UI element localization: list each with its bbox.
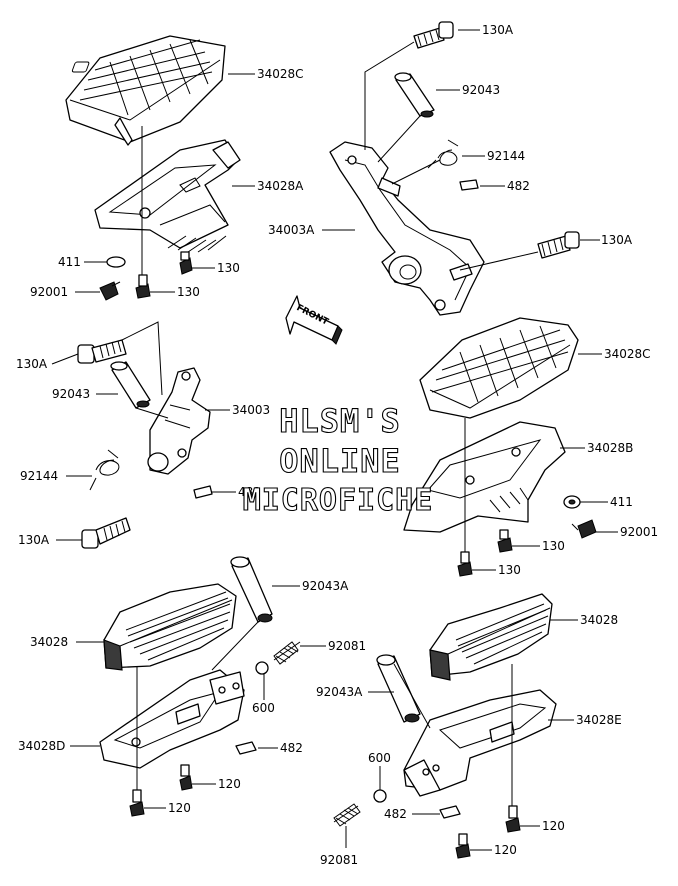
footpeg-bracket-34028e[interactable] xyxy=(403,689,557,797)
screw-92001-top-left[interactable] xyxy=(99,281,121,301)
screw-92001-mid-right[interactable] xyxy=(571,519,597,539)
bolt-120-bottom-left-b[interactable] xyxy=(129,789,145,817)
washer-411-top-left[interactable] xyxy=(106,256,126,268)
label-411-top-left: 411 xyxy=(58,255,81,269)
label-92043a-bottom-right: 92043A xyxy=(316,685,363,699)
label-411-mid-right: 411 xyxy=(610,495,633,509)
label-130a-top-right: 130A xyxy=(482,23,514,37)
label-120-bottom-right-a: 120 xyxy=(542,819,565,833)
label-34028-bottom-right: 34028 xyxy=(580,613,618,627)
label-92144-top-right: 92144 xyxy=(487,149,525,163)
footpeg-bracket-34028a-top-left[interactable] xyxy=(94,139,241,253)
bolt-130a-mid-left-top[interactable] xyxy=(77,339,127,364)
label-34028b: 34028B xyxy=(587,441,633,455)
label-34028d: 34028D xyxy=(18,739,65,753)
front-direction-arrow: FRONT xyxy=(285,295,343,345)
watermark-line-1: HLSM'S xyxy=(279,402,401,440)
bolt-130-top-left-a[interactable] xyxy=(179,251,193,275)
footpeg-rubber-34028c-top-left[interactable] xyxy=(65,35,226,146)
label-482-top-right: 482 xyxy=(507,179,530,193)
label-34028-bottom-left: 34028 xyxy=(30,635,68,649)
bolt-130-mid-right-b[interactable] xyxy=(457,551,473,577)
footpeg-bracket-34003[interactable] xyxy=(147,367,211,475)
label-482-bottom-right: 482 xyxy=(384,807,407,821)
label-34003a: 34003A xyxy=(268,223,315,237)
footpeg-rubber-34028-bottom-right[interactable] xyxy=(429,593,553,681)
watermark-line-2: ONLINE xyxy=(279,442,401,480)
label-600-bottom-right: 600 xyxy=(368,751,391,765)
label-92001-mid-right: 92001 xyxy=(620,525,658,539)
pin-92043-mid-left[interactable] xyxy=(110,361,151,409)
cotter-pin-482-bottom-left[interactable] xyxy=(235,741,257,755)
bolt-130a-mid-left-bottom[interactable] xyxy=(81,517,131,549)
label-92081-bottom-right: 92081 xyxy=(320,853,358,867)
label-120-bottom-left-a: 120 xyxy=(218,777,241,791)
label-34028c-mid-right: 34028C xyxy=(604,347,651,361)
spring-92081-bottom-left[interactable] xyxy=(273,641,301,665)
pin-92043-top-right[interactable] xyxy=(394,72,435,118)
watermark: HLSM'S ONLINE MICROFICHE xyxy=(242,401,434,518)
footpeg-bracket-34003a[interactable] xyxy=(329,141,485,316)
pin-92043a-bottom-left[interactable] xyxy=(230,556,273,623)
bolt-130a-top-right[interactable] xyxy=(413,21,454,49)
label-482-mid-left: 482 xyxy=(238,485,261,499)
label-92043-mid-left: 92043 xyxy=(52,387,90,401)
label-600-bottom-left: 600 xyxy=(252,701,275,715)
ball-600-bottom-right[interactable] xyxy=(373,789,387,803)
label-120-bottom-right-b: 120 xyxy=(494,843,517,857)
bolt-120-bottom-right-b[interactable] xyxy=(455,833,471,859)
cotter-pin-482-mid-left[interactable] xyxy=(193,485,213,499)
label-130-top-left-a: 130 xyxy=(217,261,240,275)
watermark-line-3: MICROFICHE xyxy=(243,483,434,518)
label-34028a: 34028A xyxy=(257,179,304,193)
label-120-bottom-left-b: 120 xyxy=(168,801,191,815)
label-34003: 34003 xyxy=(232,403,270,417)
footpeg-rubber-34028c-mid-right[interactable] xyxy=(419,317,579,419)
spring-92144-mid-left[interactable] xyxy=(89,449,120,491)
label-130-top-left-b: 130 xyxy=(177,285,200,299)
bolt-120-bottom-right-a[interactable] xyxy=(505,805,521,833)
ball-600-bottom-left[interactable] xyxy=(255,661,269,675)
bolt-130-top-left-b[interactable] xyxy=(135,274,151,299)
spring-92081-bottom-right[interactable] xyxy=(333,803,361,827)
cotter-pin-482-bottom-right[interactable] xyxy=(439,805,461,819)
footpeg-bracket-34028b[interactable] xyxy=(403,421,566,533)
label-92043a-bottom-left: 92043A xyxy=(302,579,349,593)
bolt-130-mid-right-a[interactable] xyxy=(497,529,513,553)
label-92144-mid-left: 92144 xyxy=(20,469,58,483)
footpeg-rubber-34028-bottom-left[interactable] xyxy=(103,583,237,671)
label-34028c-top-left: 34028C xyxy=(257,67,304,81)
label-130a-top-right-lower: 130A xyxy=(601,233,633,247)
label-92081-bottom-left: 92081 xyxy=(328,639,366,653)
cotter-pin-482-top-right[interactable] xyxy=(459,179,479,191)
label-482-bottom-left: 482 xyxy=(280,741,303,755)
pin-92043a-bottom-right[interactable] xyxy=(376,654,421,723)
label-92001-top-left: 92001 xyxy=(30,285,68,299)
label-34028e: 34028E xyxy=(576,713,622,727)
footpeg-bracket-34028d[interactable] xyxy=(99,669,245,769)
label-92043-top-right: 92043 xyxy=(462,83,500,97)
label-130-mid-right-a: 130 xyxy=(542,539,565,553)
label-130-mid-right-b: 130 xyxy=(498,563,521,577)
label-130a-mid-left-bottom: 130A xyxy=(18,533,50,547)
label-130a-mid-left-top: 130A xyxy=(16,357,48,371)
bolt-120-bottom-left-a[interactable] xyxy=(179,764,193,791)
bolt-130a-top-right-lower[interactable] xyxy=(537,231,580,259)
washer-411-mid-right[interactable] xyxy=(563,495,581,509)
